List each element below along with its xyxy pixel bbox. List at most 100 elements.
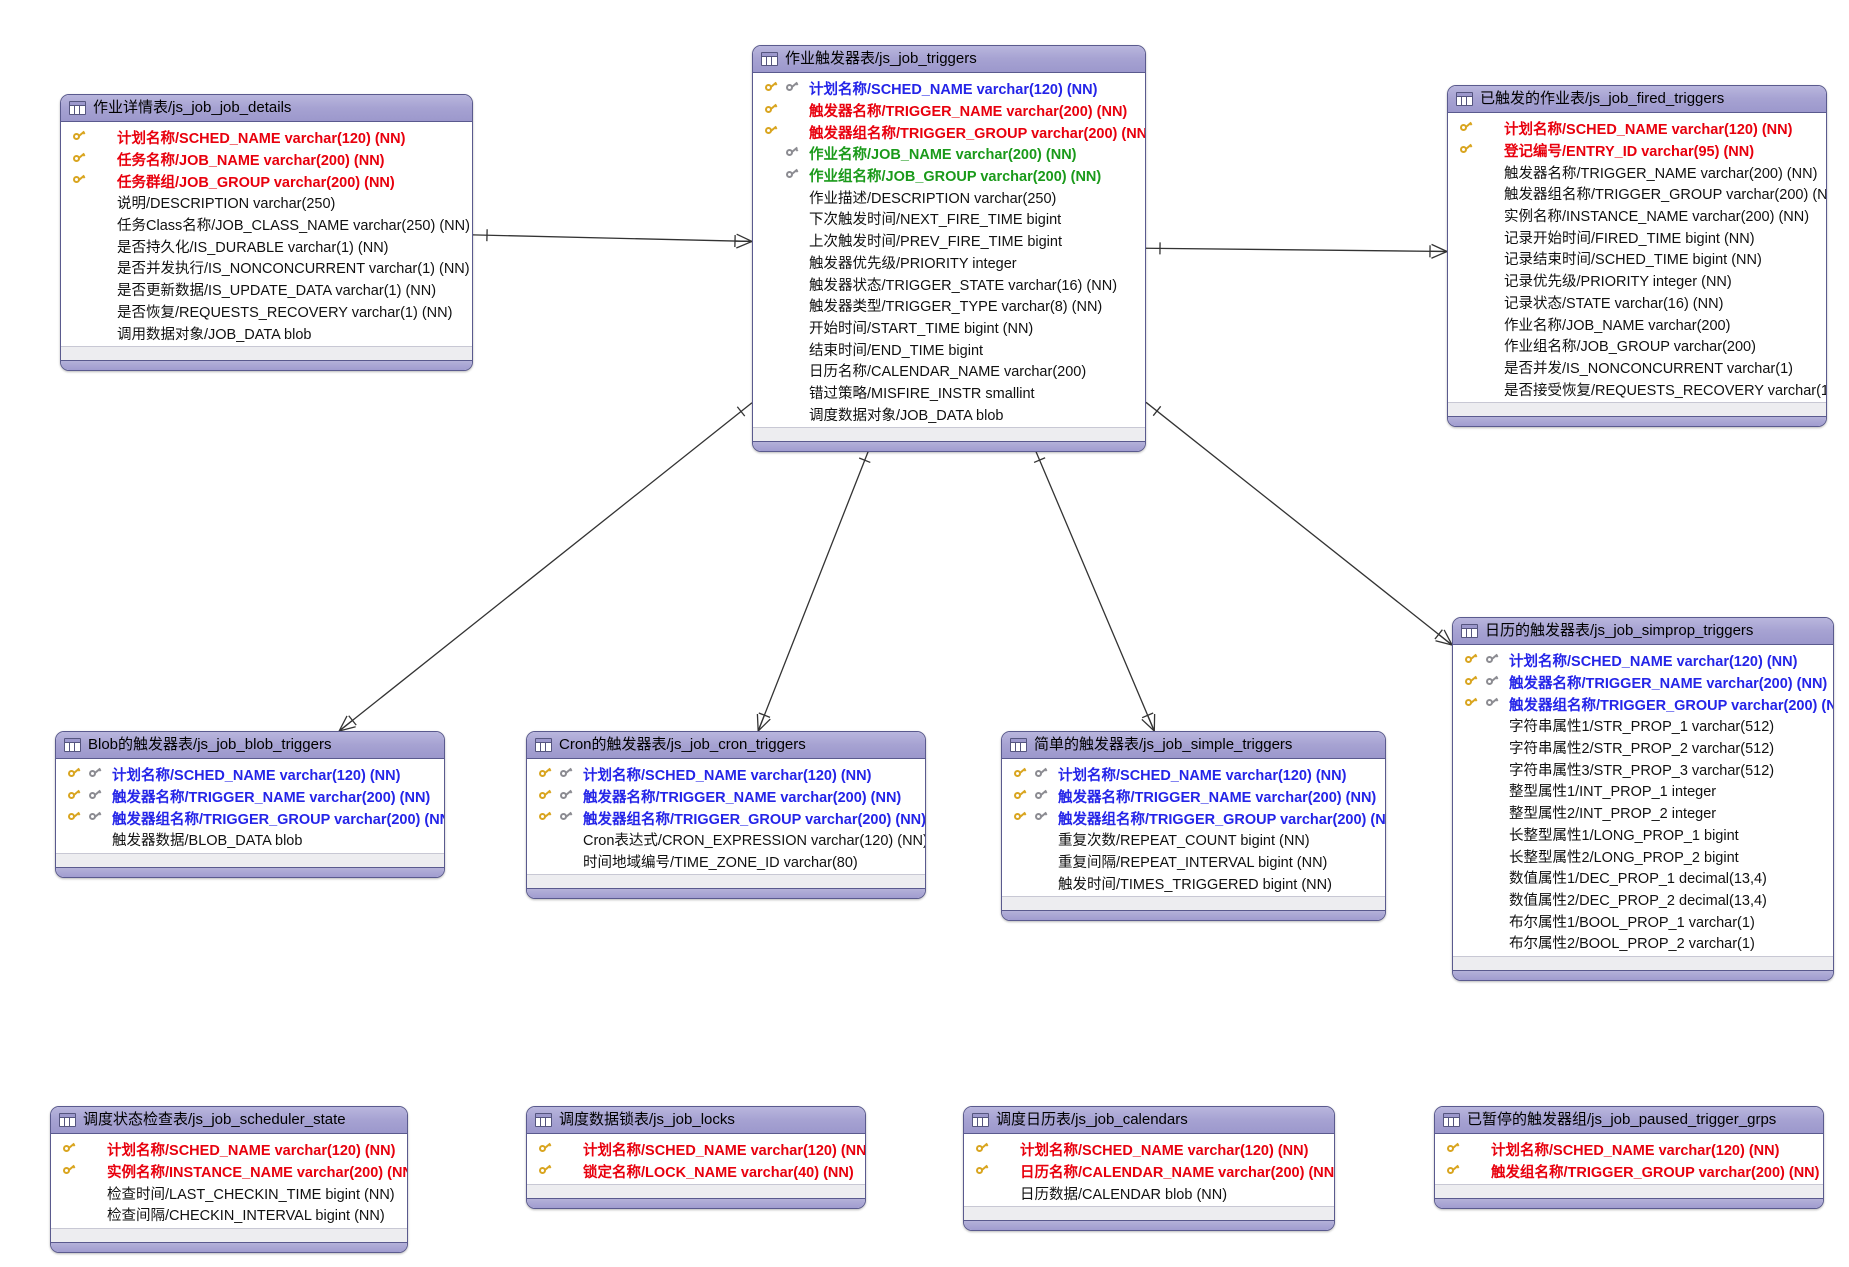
- attribute-row[interactable]: 触发时间/TIMES_TRIGGERED bigint (NN): [1002, 872, 1385, 894]
- entity-header-locks[interactable]: 调度数据锁表/js_job_locks: [527, 1107, 865, 1134]
- attribute-row[interactable]: 触发器类型/TRIGGER_TYPE varchar(8) (NN): [753, 295, 1145, 317]
- attribute-row[interactable]: 计划名称/SCHED_NAME varchar(120) (NN): [1435, 1139, 1823, 1161]
- attribute-row[interactable]: 触发器名称/TRIGGER_NAME varchar(200) (NN): [1002, 786, 1385, 808]
- attribute-row[interactable]: 计划名称/SCHED_NAME varchar(120) (NN): [964, 1139, 1334, 1161]
- attribute-row[interactable]: 计划名称/SCHED_NAME varchar(120) (NN): [56, 764, 444, 786]
- entity-header-triggers[interactable]: 作业触发器表/js_job_triggers: [753, 46, 1145, 73]
- attribute-row[interactable]: 触发器组名称/TRIGGER_GROUP varchar(200) (NN): [1448, 183, 1826, 205]
- attribute-row[interactable]: 作业名称/JOB_NAME varchar(200) (NN): [753, 143, 1145, 165]
- attribute-row[interactable]: 计划名称/SCHED_NAME varchar(120) (NN): [51, 1139, 407, 1161]
- entity-calendars[interactable]: 调度日历表/js_job_calendars 计划名称/SCHED_NAME va…: [963, 1106, 1335, 1232]
- attribute-row[interactable]: 触发器状态/TRIGGER_STATE varchar(16) (NN): [753, 273, 1145, 295]
- attribute-row[interactable]: 任务群组/JOB_GROUP varchar(200) (NN): [61, 170, 472, 192]
- entity-paused_trigger_grps[interactable]: 已暂停的触发器组/js_job_paused_trigger_grps 计划名称/…: [1434, 1106, 1824, 1210]
- attribute-row[interactable]: 说明/DESCRIPTION varchar(250): [61, 192, 472, 214]
- entity-header-calendars[interactable]: 调度日历表/js_job_calendars: [964, 1107, 1334, 1134]
- attribute-row[interactable]: 整型属性1/INT_PROP_1 integer: [1453, 780, 1833, 802]
- entity-simprop_triggers[interactable]: 日历的触发器表/js_job_simprop_triggers 计划名称/SCHE…: [1452, 617, 1834, 981]
- entity-header-paused_trigger_grps[interactable]: 已暂停的触发器组/js_job_paused_trigger_grps: [1435, 1107, 1823, 1134]
- entity-header-cron_triggers[interactable]: Cron的触发器表/js_job_cron_triggers: [527, 732, 925, 759]
- attribute-row[interactable]: 日历数据/CALENDAR blob (NN): [964, 1182, 1334, 1204]
- entity-blob_triggers[interactable]: Blob的触发器表/js_job_blob_triggers 计划名称/SCHED…: [55, 731, 445, 878]
- attribute-row[interactable]: 任务名称/JOB_NAME varchar(200) (NN): [61, 149, 472, 171]
- entity-triggers[interactable]: 作业触发器表/js_job_triggers 计划名称/SCHED_NAME va…: [752, 45, 1146, 452]
- attribute-row[interactable]: 触发器名称/TRIGGER_NAME varchar(200) (NN): [1448, 161, 1826, 183]
- entity-header-blob_triggers[interactable]: Blob的触发器表/js_job_blob_triggers: [56, 732, 444, 759]
- attribute-row[interactable]: 锁定名称/LOCK_NAME varchar(40) (NN): [527, 1161, 865, 1183]
- attribute-row[interactable]: 记录优先级/PRIORITY integer (NN): [1448, 270, 1826, 292]
- attribute-row[interactable]: 触发组名称/TRIGGER_GROUP varchar(200) (NN): [1435, 1161, 1823, 1183]
- attribute-row[interactable]: 记录状态/STATE varchar(16) (NN): [1448, 292, 1826, 314]
- attribute-row[interactable]: 布尔属性2/BOOL_PROP_2 varchar(1): [1453, 932, 1833, 954]
- attribute-row[interactable]: 布尔属性1/BOOL_PROP_1 varchar(1): [1453, 910, 1833, 932]
- attribute-row[interactable]: 是否更新数据/IS_UPDATE_DATA varchar(1) (NN): [61, 279, 472, 301]
- attribute-row[interactable]: 计划名称/SCHED_NAME varchar(120) (NN): [61, 127, 472, 149]
- attribute-row[interactable]: 触发器组名称/TRIGGER_GROUP varchar(200) (NN): [1453, 693, 1833, 715]
- attribute-row[interactable]: 计划名称/SCHED_NAME varchar(120) (NN): [527, 1139, 865, 1161]
- attribute-row[interactable]: 开始时间/START_TIME bigint (NN): [753, 317, 1145, 339]
- attribute-row[interactable]: 作业组名称/JOB_GROUP varchar(200) (NN): [753, 165, 1145, 187]
- attribute-row[interactable]: 作业组名称/JOB_GROUP varchar(200): [1448, 335, 1826, 357]
- attribute-row[interactable]: 触发器名称/TRIGGER_NAME varchar(200) (NN): [527, 786, 925, 808]
- attribute-row[interactable]: 错过策略/MISFIRE_INSTR smallint: [753, 382, 1145, 404]
- attribute-row[interactable]: 检查时间/LAST_CHECKIN_TIME bigint (NN): [51, 1182, 407, 1204]
- attribute-row[interactable]: 是否接受恢复/REQUESTS_RECOVERY varchar(1): [1448, 378, 1826, 400]
- entity-header-scheduler_state[interactable]: 调度状态检查表/js_job_scheduler_state: [51, 1107, 407, 1134]
- attribute-row[interactable]: 数值属性2/DEC_PROP_2 decimal(13,4): [1453, 889, 1833, 911]
- attribute-row[interactable]: 整型属性2/INT_PROP_2 integer: [1453, 802, 1833, 824]
- attribute-row[interactable]: 调用数据对象/JOB_DATA blob: [61, 322, 472, 344]
- attribute-row[interactable]: Cron表达式/CRON_EXPRESSION varchar(120) (NN…: [527, 829, 925, 851]
- attribute-row[interactable]: 触发器数据/BLOB_DATA blob: [56, 829, 444, 851]
- entity-header-fired_triggers[interactable]: 已触发的作业表/js_job_fired_triggers: [1448, 86, 1826, 113]
- attribute-row[interactable]: 计划名称/SCHED_NAME varchar(120) (NN): [1453, 650, 1833, 672]
- attribute-row[interactable]: 长整型属性1/LONG_PROP_1 bigint: [1453, 824, 1833, 846]
- attribute-row[interactable]: 作业描述/DESCRIPTION varchar(250): [753, 186, 1145, 208]
- entity-header-job_details[interactable]: 作业详情表/js_job_job_details: [61, 95, 472, 122]
- attribute-row[interactable]: 时间地域编号/TIME_ZONE_ID varchar(80): [527, 851, 925, 873]
- attribute-row[interactable]: 实例名称/INSTANCE_NAME varchar(200) (NN): [1448, 205, 1826, 227]
- entity-locks[interactable]: 调度数据锁表/js_job_locks 计划名称/SCHED_NAME varch…: [526, 1106, 866, 1210]
- attribute-row[interactable]: 实例名称/INSTANCE_NAME varchar(200) (NN): [51, 1161, 407, 1183]
- attribute-row[interactable]: 计划名称/SCHED_NAME varchar(120) (NN): [1448, 118, 1826, 140]
- attribute-row[interactable]: 结束时间/END_TIME bigint: [753, 338, 1145, 360]
- attribute-row[interactable]: 计划名称/SCHED_NAME varchar(120) (NN): [1002, 764, 1385, 786]
- attribute-row[interactable]: 触发器组名称/TRIGGER_GROUP varchar(200) (NN): [753, 121, 1145, 143]
- attribute-row[interactable]: 字符串属性1/STR_PROP_1 varchar(512): [1453, 715, 1833, 737]
- attribute-row[interactable]: 记录结束时间/SCHED_TIME bigint (NN): [1448, 248, 1826, 270]
- attribute-row[interactable]: 日历名称/CALENDAR_NAME varchar(200): [753, 360, 1145, 382]
- attribute-row[interactable]: 触发器名称/TRIGGER_NAME varchar(200) (NN): [1453, 672, 1833, 694]
- attribute-row[interactable]: 触发器组名称/TRIGGER_GROUP varchar(200) (NN): [527, 807, 925, 829]
- attribute-row[interactable]: 任务Class名称/JOB_CLASS_NAME varchar(250) (N…: [61, 214, 472, 236]
- attribute-row[interactable]: 触发器优先级/PRIORITY integer: [753, 252, 1145, 274]
- attribute-row[interactable]: 是否持久化/IS_DURABLE varchar(1) (NN): [61, 235, 472, 257]
- attribute-row[interactable]: 是否恢复/REQUESTS_RECOVERY varchar(1) (NN): [61, 301, 472, 323]
- entity-cron_triggers[interactable]: Cron的触发器表/js_job_cron_triggers 计划名称/SCHED…: [526, 731, 926, 900]
- attribute-row[interactable]: 上次触发时间/PREV_FIRE_TIME bigint: [753, 230, 1145, 252]
- attribute-row[interactable]: 重复次数/REPEAT_COUNT bigint (NN): [1002, 829, 1385, 851]
- entity-simple_triggers[interactable]: 简单的触发器表/js_job_simple_triggers 计划名称/SCHED…: [1001, 731, 1386, 922]
- attribute-row[interactable]: 触发器名称/TRIGGER_NAME varchar(200) (NN): [56, 786, 444, 808]
- attribute-row[interactable]: 触发器组名称/TRIGGER_GROUP varchar(200) (NN): [1002, 807, 1385, 829]
- entity-header-simprop_triggers[interactable]: 日历的触发器表/js_job_simprop_triggers: [1453, 618, 1833, 645]
- entity-job_details[interactable]: 作业详情表/js_job_job_details 计划名称/SCHED_NAME …: [60, 94, 473, 371]
- attribute-row[interactable]: 作业名称/JOB_NAME varchar(200): [1448, 313, 1826, 335]
- attribute-row[interactable]: 字符串属性2/STR_PROP_2 varchar(512): [1453, 737, 1833, 759]
- attribute-row[interactable]: 记录开始时间/FIRED_TIME bigint (NN): [1448, 226, 1826, 248]
- attribute-row[interactable]: 数值属性1/DEC_PROP_1 decimal(13,4): [1453, 867, 1833, 889]
- attribute-row[interactable]: 计划名称/SCHED_NAME varchar(120) (NN): [527, 764, 925, 786]
- attribute-row[interactable]: 检查间隔/CHECKIN_INTERVAL bigint (NN): [51, 1204, 407, 1226]
- attribute-row[interactable]: 触发器名称/TRIGGER_NAME varchar(200) (NN): [753, 100, 1145, 122]
- attribute-row[interactable]: 调度数据对象/JOB_DATA blob: [753, 403, 1145, 425]
- attribute-row[interactable]: 长整型属性2/LONG_PROP_2 bigint: [1453, 845, 1833, 867]
- attribute-row[interactable]: 重复间隔/REPEAT_INTERVAL bigint (NN): [1002, 851, 1385, 873]
- entity-fired_triggers[interactable]: 已触发的作业表/js_job_fired_triggers 计划名称/SCHED_…: [1447, 85, 1827, 427]
- entity-header-simple_triggers[interactable]: 简单的触发器表/js_job_simple_triggers: [1002, 732, 1385, 759]
- attribute-row[interactable]: 是否并发/IS_NONCONCURRENT varchar(1): [1448, 357, 1826, 379]
- attribute-row[interactable]: 是否并发执行/IS_NONCONCURRENT varchar(1) (NN): [61, 257, 472, 279]
- attribute-row[interactable]: 字符串属性3/STR_PROP_3 varchar(512): [1453, 758, 1833, 780]
- entity-scheduler_state[interactable]: 调度状态检查表/js_job_scheduler_state 计划名称/SCHED…: [50, 1106, 408, 1253]
- attribute-row[interactable]: 触发器组名称/TRIGGER_GROUP varchar(200) (NN): [56, 807, 444, 829]
- attribute-row[interactable]: 日历名称/CALENDAR_NAME varchar(200) (NN): [964, 1161, 1334, 1183]
- attribute-row[interactable]: 计划名称/SCHED_NAME varchar(120) (NN): [753, 78, 1145, 100]
- attribute-row[interactable]: 下次触发时间/NEXT_FIRE_TIME bigint: [753, 208, 1145, 230]
